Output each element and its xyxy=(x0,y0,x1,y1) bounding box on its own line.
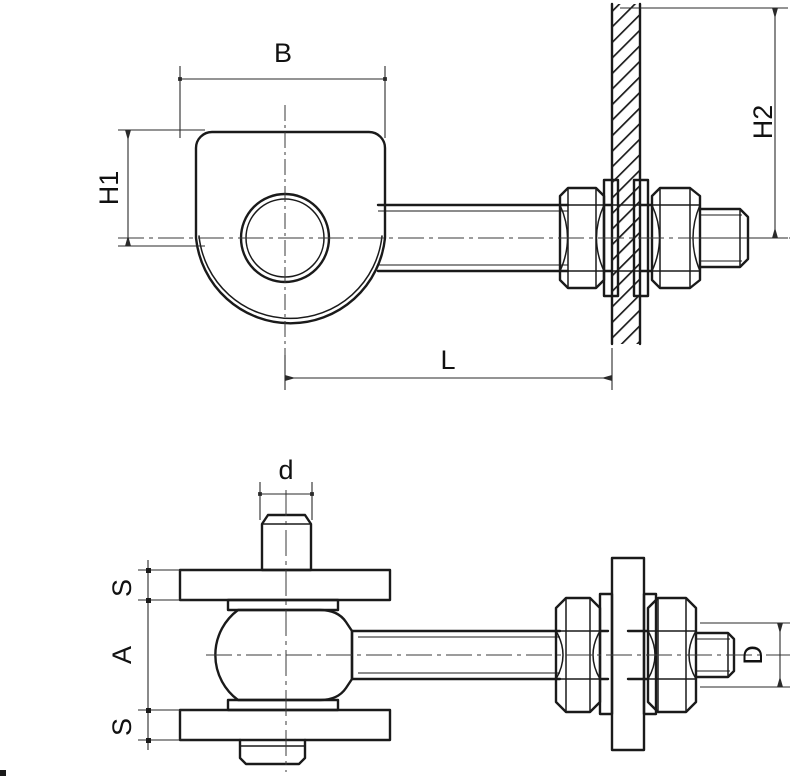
dimension-label-H2: H2 xyxy=(748,105,778,140)
lower-pin-collar xyxy=(226,698,340,712)
pin-tail xyxy=(238,738,307,766)
dimension-label-H1: H1 xyxy=(94,171,124,206)
dimension-label-S-top: S xyxy=(107,579,137,597)
dimension-label-L: L xyxy=(440,345,455,375)
mounting-plate-hatched xyxy=(610,2,642,346)
dimension-S-top: S xyxy=(107,579,137,597)
dimension-A: A xyxy=(107,646,137,664)
dimension-label-A: A xyxy=(107,646,137,664)
corner-registration-mark xyxy=(0,770,6,776)
dimension-label-d: d xyxy=(278,455,293,485)
side-view-centerlines xyxy=(118,105,790,372)
hex-nut-outer xyxy=(650,186,702,290)
dimension-label-B: B xyxy=(274,38,292,68)
dimension-L: L xyxy=(284,345,613,390)
dimension-D: D xyxy=(700,622,790,688)
dimension-label-S-bottom: S xyxy=(107,718,137,736)
side-elevation-view: B H1 H2 L xyxy=(94,2,790,390)
dimension-label-D: D xyxy=(738,645,768,665)
dimension-H1: H1 xyxy=(94,129,205,247)
plan-section-view: d S A S xyxy=(107,455,790,772)
washer-bore-lines xyxy=(603,204,649,272)
plan-view-centerlines xyxy=(206,490,790,772)
dimension-B: B xyxy=(178,38,387,138)
upper-hinge-plate xyxy=(178,568,392,602)
dimension-d: d xyxy=(258,455,314,520)
plan-mounting-plate xyxy=(610,556,646,752)
plan-washer-inner xyxy=(598,592,614,716)
dimension-S-bottom: S xyxy=(107,718,137,736)
upper-pin-collar xyxy=(226,598,340,612)
dimension-H2: H2 xyxy=(620,7,788,239)
lower-hinge-plate xyxy=(178,708,392,742)
plan-washer-outer xyxy=(642,592,658,716)
hinge-strap xyxy=(194,130,387,325)
dimension-stack-plan: S A S xyxy=(107,560,190,750)
